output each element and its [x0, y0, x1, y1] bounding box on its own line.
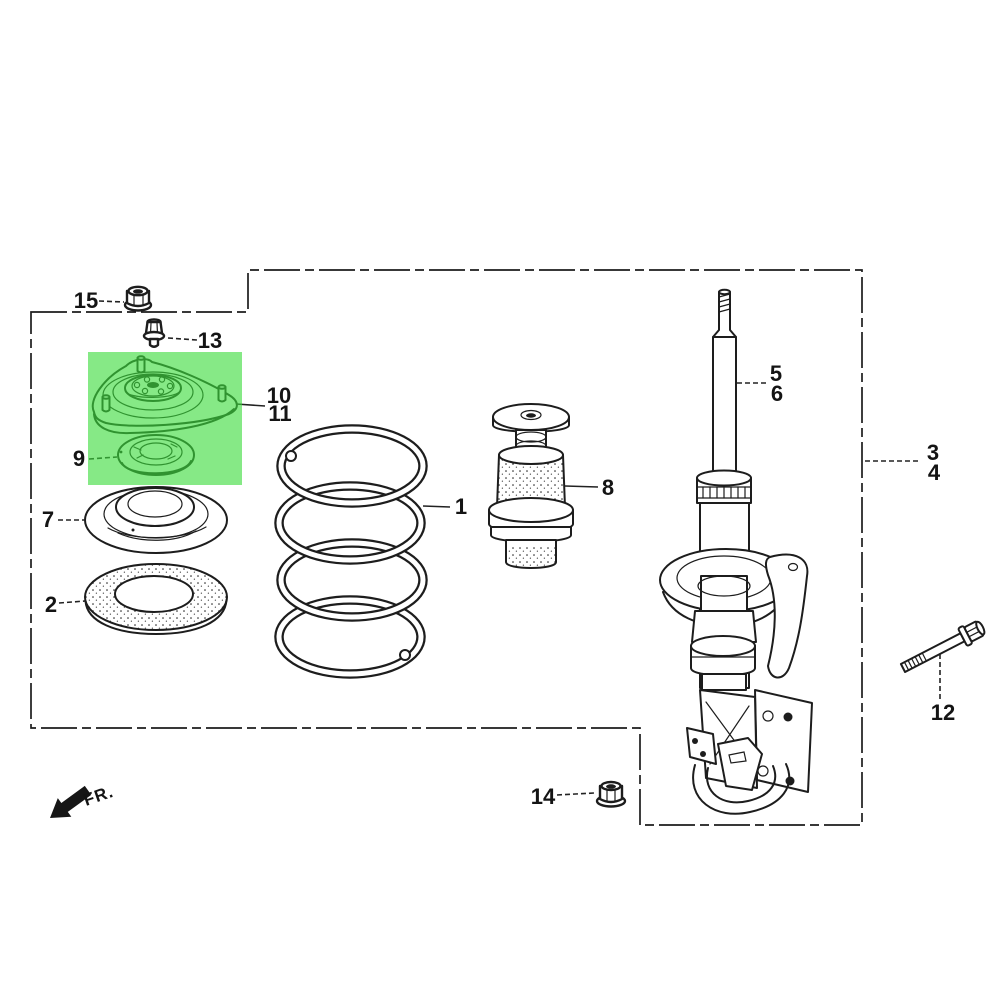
leader-15 [98, 300, 125, 303]
part-12-flange-bolt [899, 620, 986, 673]
part-number-4[interactable]: 4 [928, 460, 941, 485]
part-number-3[interactable]: 3 [927, 440, 939, 465]
part-14-flange-nut [595, 780, 627, 808]
highlight-region-selected-part[interactable] [88, 352, 242, 485]
callout-8[interactable]: 8 [564, 475, 614, 500]
part-3-4-strut-assembly [659, 288, 813, 815]
cap-knurl-band [696, 486, 752, 499]
part-number-8[interactable]: 8 [602, 475, 614, 500]
callout-1[interactable]: 1 [422, 494, 467, 519]
part-number-10[interactable]: 10 [267, 383, 291, 408]
part-number-11[interactable]: 11 [268, 401, 291, 426]
leader-2 [58, 600, 86, 604]
part-number-15[interactable]: 15 [74, 288, 98, 313]
part-15-flange-nut [123, 285, 153, 312]
part-13-stud-bolt [142, 318, 166, 348]
leader-8 [564, 485, 599, 488]
part-number-12[interactable]: 12 [931, 700, 955, 725]
diagram-boundary [30, 269, 863, 826]
part-number-14[interactable]: 14 [531, 784, 556, 809]
part-number-13[interactable]: 13 [198, 328, 222, 353]
leader-14 [556, 792, 595, 796]
knuckle-bracket [686, 689, 813, 815]
part-number-7[interactable]: 7 [42, 507, 54, 532]
fr-label: FR. [81, 782, 116, 810]
front-direction-indicator: FR. [50, 782, 116, 818]
callout-15[interactable]: 15 [74, 288, 125, 313]
seat-bracket-arm [764, 553, 809, 679]
part-1-coil-spring [274, 424, 428, 679]
bracket-center-arm [717, 737, 763, 791]
tube-lower [701, 673, 747, 691]
callout-2[interactable]: 2 [45, 592, 86, 617]
callout-14[interactable]: 14 [531, 784, 595, 809]
callout-13[interactable]: 13 [167, 328, 222, 353]
part-number-6[interactable]: 6 [771, 381, 783, 406]
strut-clamp-rings [690, 635, 756, 677]
part-number-5[interactable]: 5 [770, 361, 782, 386]
spring-wire-end-top [285, 450, 297, 462]
callout-9[interactable]: 9 [73, 446, 85, 471]
callout-3-4[interactable]: 3 4 [865, 440, 941, 485]
callout-12[interactable]: 12 [931, 654, 955, 725]
part-7-spring-seat [84, 486, 228, 554]
part-5-6-piston-rod [712, 288, 737, 478]
bracket-left-tab [686, 727, 717, 765]
part-number-9[interactable]: 9 [73, 446, 85, 471]
spring-wire-end-bottom [399, 649, 411, 661]
fr-arrow-icon [50, 785, 92, 818]
part-number-2[interactable]: 2 [45, 592, 57, 617]
part-8-bump-stop [488, 403, 574, 569]
part-2-spring-rubber [84, 563, 228, 635]
seat-cone [691, 610, 757, 643]
leader-1 [422, 505, 451, 508]
callout-5-6[interactable]: 5 6 [737, 361, 783, 406]
callout-7[interactable]: 7 [42, 507, 85, 532]
leader-13 [167, 337, 198, 341]
callout-10-11[interactable]: 10 11 [267, 383, 292, 426]
part-number-1[interactable]: 1 [455, 494, 467, 519]
